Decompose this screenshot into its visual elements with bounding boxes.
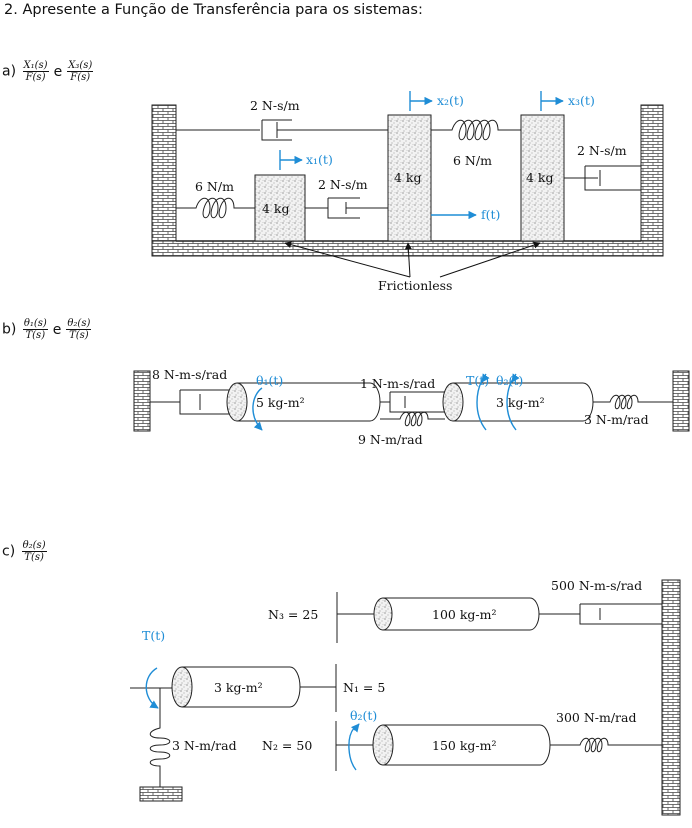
label-frictionless: Frictionless: [378, 278, 452, 293]
left-wall: [133, 370, 151, 432]
label-n3: N₃ = 25: [268, 607, 318, 622]
label-damper-mid: 1 N-m-s/rad: [360, 376, 435, 391]
tf-x1-over-f: X₁(s)F(s): [22, 60, 49, 83]
tf-theta2-over-t: θ₂(s)T(s): [21, 540, 47, 563]
floor: [151, 240, 664, 257]
figure-b-rotational: 8 N-m-s/rad θ₁(t) 5 kg-m² 1 N-m-s/rad 9 …: [133, 367, 690, 447]
spring-left: [176, 197, 255, 219]
spring-right: [550, 737, 662, 753]
mass-3: [520, 114, 565, 242]
label-force: f(t): [481, 207, 500, 222]
tf-x3-over-f: X₃(s)F(s): [67, 60, 94, 83]
spring-right: [593, 394, 673, 410]
label-spring-left: 6 N/m: [195, 179, 234, 194]
damper-top: [176, 119, 388, 141]
label-n1: N₁ = 5: [343, 680, 385, 695]
question-heading: 2. Apresente a Função de Transferência p…: [4, 2, 423, 18]
tf-den: T(s): [24, 552, 44, 563]
damper: [539, 603, 662, 625]
label-damper-right: 2 N-s/m: [577, 143, 627, 158]
inertia-left: [171, 666, 193, 708]
conjunction: e: [53, 63, 63, 80]
damper-mid: [305, 197, 388, 219]
label-mass-2: 4 kg: [394, 170, 422, 185]
label-damper-mid: 2 N-s/m: [318, 177, 368, 192]
spring-mid: [380, 411, 445, 427]
label-theta1: θ₁(t): [256, 373, 283, 388]
label-theta2: θ₂(t): [496, 373, 523, 388]
label-damper: 500 N-m-s/rad: [551, 578, 642, 593]
tf-num: θ₁(s): [22, 318, 48, 330]
label-spring-mid: 9 N-m/rad: [358, 432, 423, 447]
left-wall: [151, 104, 177, 256]
label-spring-right: 300 N-m/rad: [556, 710, 637, 725]
tf-den: T(s): [25, 330, 46, 341]
figure-a-translational: 2 N-s/m x₂(t) x₃(t) x₁(t) 6 N/m 4 kg 2 N…: [151, 91, 664, 293]
label-inertia-2: 3 kg-m²: [496, 395, 545, 410]
inertia-1: [226, 382, 248, 422]
inertia-2: [442, 382, 464, 422]
tf-num: θ₂(s): [66, 318, 92, 330]
label-mass-1: 4 kg: [262, 201, 290, 216]
label-x1: x₁(t): [306, 152, 333, 167]
label-inertia-left: 3 kg-m²: [214, 680, 263, 695]
tf-num: θ₂(s): [21, 540, 47, 552]
spring-mid: [431, 119, 521, 141]
tf-den: F(s): [70, 72, 91, 83]
label-n2: N₂ = 50: [262, 738, 312, 753]
figure-c-gear-train: 500 N-m-s/rad N₃ = 25 100 kg-m² T(t) 3 k…: [130, 578, 681, 816]
conjunction: e: [52, 321, 62, 338]
label-spring-left: 3 N-m/rad: [172, 738, 237, 753]
tf-den: T(s): [69, 330, 89, 341]
damper-mid: [380, 391, 445, 413]
inertia-top: [373, 597, 393, 631]
tf-num: X₃(s): [67, 60, 94, 72]
label-inertia-1: 5 kg-m²: [256, 395, 305, 410]
part-b-letter: b): [2, 321, 17, 338]
damper-left: [150, 389, 230, 415]
tf-theta2-over-t: θ₂(s)T(s): [66, 318, 92, 341]
right-wall: [640, 104, 664, 256]
tf-num: X₁(s): [22, 60, 49, 72]
label-damper-top: 2 N-s/m: [250, 98, 300, 113]
label-torque: T(t): [142, 628, 165, 643]
label-inertia-top: 100 kg-m²: [432, 607, 497, 622]
label-torque: T(t): [466, 373, 489, 388]
label-damper-left: 8 N-m-s/rad: [152, 367, 227, 382]
mass-2: [387, 114, 432, 242]
spring-left: [149, 688, 171, 787]
label-mass-3: 4 kg: [526, 170, 554, 185]
label-theta2: θ₂(t): [350, 708, 377, 723]
part-a-letter: a): [2, 63, 17, 80]
label-inertia-bottom: 150 kg-m²: [432, 738, 497, 753]
label-x2: x₂(t): [437, 93, 464, 108]
tf-theta1-over-t: θ₁(s)T(s): [22, 318, 48, 341]
right-wall: [672, 370, 690, 432]
damper-right: [564, 165, 641, 191]
right-wall: [661, 579, 681, 816]
label-spring-mid: 6 N/m: [453, 153, 492, 168]
part-c-label: c) θ₂(s)T(s): [2, 540, 49, 563]
label-x3: x₃(t): [568, 93, 595, 108]
label-spring-right: 3 N-m/rad: [584, 412, 649, 427]
tf-den: F(s): [25, 72, 46, 83]
ground: [139, 786, 183, 802]
part-c-letter: c): [2, 543, 16, 560]
inertia-bottom: [372, 724, 394, 766]
